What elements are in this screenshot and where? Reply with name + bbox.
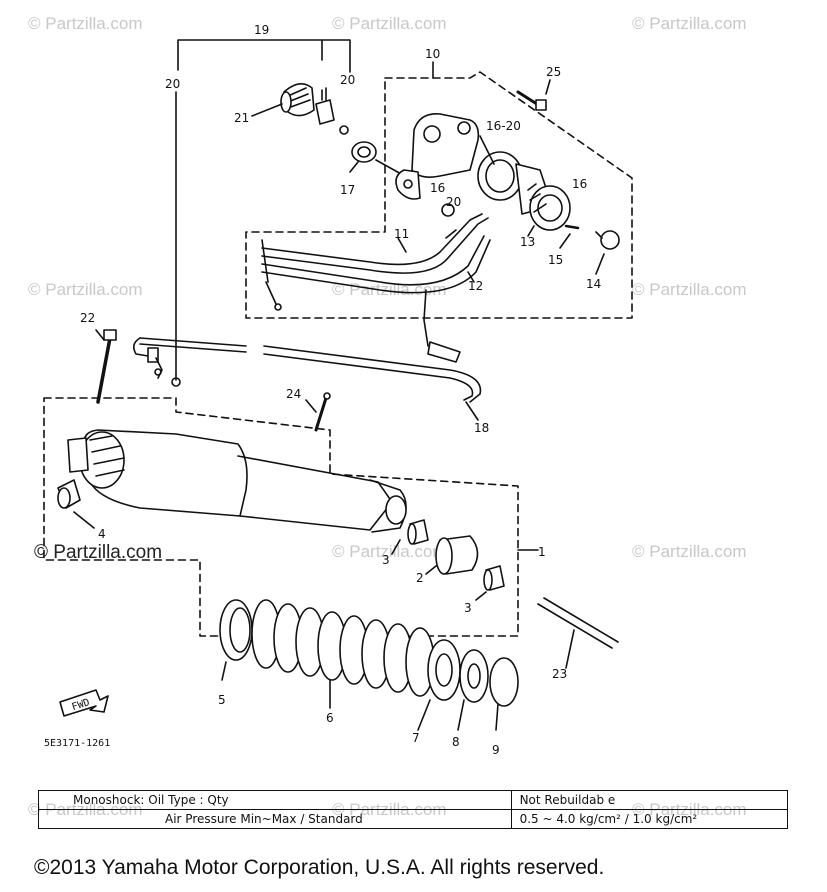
callout-16: 16	[430, 181, 445, 195]
spec-value: Not Rebuildab e	[510, 790, 789, 810]
fwd-arrow-icon	[59, 689, 109, 717]
callout-13: 13	[520, 235, 535, 249]
spring-seat	[219, 599, 253, 661]
callout-16: 16	[572, 177, 587, 191]
callout-20: 20	[340, 73, 355, 87]
shock-absorber	[79, 429, 407, 533]
callout-10: 10	[425, 47, 440, 61]
spec-value: 0.5 ~ 4.0 kg/cm² / 1.0 kg/cm²	[510, 809, 789, 829]
callout-7: 7	[412, 731, 420, 745]
callout-21: 21	[234, 111, 249, 125]
watermark: © Partzilla.com	[28, 280, 143, 299]
callout-4: 4	[98, 527, 106, 541]
spring-stopper	[459, 649, 489, 703]
hose	[261, 213, 491, 311]
specs-table: Monoshock: Oil Type : Qty Not Rebuildab …	[38, 790, 789, 829]
callout-17: 17	[340, 183, 355, 197]
adjuster-knob	[280, 83, 315, 117]
callout-11: 11	[394, 227, 409, 241]
callout-16-20: 16-20	[486, 119, 521, 133]
spacer	[483, 565, 505, 591]
callout-6: 6	[326, 711, 334, 725]
coil-spring	[251, 599, 435, 697]
air-line	[132, 289, 482, 403]
copyright-footer: ©2013 Yamaha Motor Corporation, U.S.A. A…	[34, 856, 605, 879]
callout-1: 1	[538, 545, 546, 559]
circlip	[489, 657, 519, 707]
watermark: © Partzilla.com	[332, 14, 447, 33]
spec-label: Air Pressure Min~Max / Standard	[38, 809, 512, 829]
callout-23: 23	[552, 667, 567, 681]
callout-20: 20	[446, 195, 461, 209]
valve-body	[395, 113, 480, 217]
air-valve	[315, 87, 349, 135]
callout-3: 3	[382, 553, 390, 567]
collar	[435, 535, 479, 575]
callout-8: 8	[452, 735, 460, 749]
callout-12: 12	[468, 279, 483, 293]
lock-nut	[351, 141, 377, 163]
callout-24: 24	[286, 387, 301, 401]
rear-shock-exploded-diagram: 19 20 20 21 17 10 25 16-20 16 20 16 13 1…	[43, 23, 633, 757]
callout-5: 5	[218, 693, 226, 707]
watermark: © Partzilla.com	[632, 280, 747, 299]
callout-9: 9	[492, 743, 500, 757]
watermark: © Partzilla.com	[632, 14, 747, 33]
spec-label: Monoshock: Oil Type : Qty	[38, 790, 512, 810]
callout-25: 25	[546, 65, 561, 79]
fwd-label: FWD	[71, 697, 92, 713]
callout-19: 19	[254, 23, 269, 37]
bushing	[57, 479, 81, 509]
callout-22: 22	[80, 311, 95, 325]
watermark: © Partzilla.com	[28, 14, 143, 33]
callout-2: 2	[416, 571, 424, 585]
table-row: Monoshock: Oil Type : Qty Not Rebuildab …	[38, 790, 789, 810]
callout-14: 14	[586, 277, 601, 291]
table-row: Air Pressure Min~Max / Standard 0.5 ~ 4.…	[38, 809, 789, 829]
watermark: © Partzilla.com	[332, 542, 447, 561]
diagram-code: 5E3171-1261	[44, 738, 110, 749]
callout-20: 20	[165, 77, 180, 91]
watermark: © Partzilla.com	[34, 542, 163, 563]
callout-3: 3	[464, 601, 472, 615]
callout-18: 18	[474, 421, 489, 435]
adjuster-unit	[477, 151, 571, 231]
watermark: © Partzilla.com	[632, 542, 747, 561]
callout-15: 15	[548, 253, 563, 267]
spring-guide	[427, 639, 461, 701]
spacer	[407, 519, 429, 545]
